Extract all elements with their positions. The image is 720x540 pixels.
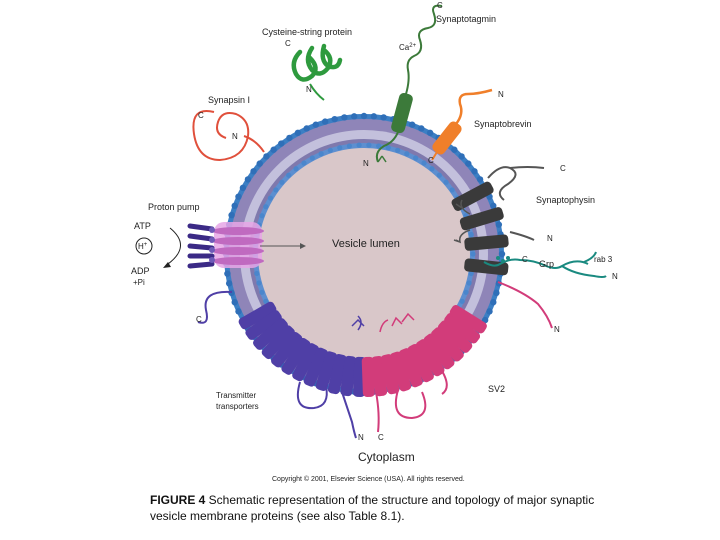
label-pi: +Pi bbox=[133, 278, 145, 287]
transporter-c-tail bbox=[197, 290, 233, 324]
label-sv2-c: C bbox=[378, 433, 384, 442]
sv2-protein bbox=[361, 305, 487, 397]
synaptophysin-c-tail bbox=[509, 166, 545, 169]
sv2-loop bbox=[394, 389, 427, 420]
label-synaptotagmin-c: C bbox=[437, 1, 443, 10]
figure-caption: FIGURE 4 Schematic representation of the… bbox=[150, 492, 610, 524]
label-rab3-n: N bbox=[612, 272, 618, 281]
label-synaptobrevin: Synaptobrevin bbox=[474, 119, 532, 129]
label-synaptotagmin-n: N bbox=[363, 159, 369, 168]
sv2-glycans bbox=[379, 312, 415, 333]
label-transporter-n: N bbox=[358, 433, 364, 442]
label-cysteine-string: Cysteine-string protein bbox=[262, 27, 352, 37]
label-rab3-c: C bbox=[522, 255, 528, 264]
cysteine-string-protein bbox=[291, 43, 343, 101]
label-proton-pump: Proton pump bbox=[148, 202, 200, 212]
label-synaptobrevin-c: C bbox=[428, 156, 434, 165]
label-transporter-c: C bbox=[196, 315, 202, 324]
label-synapsin-n: N bbox=[232, 132, 238, 141]
vesicle-lumen bbox=[258, 148, 470, 360]
label-synaptobrevin-n: N bbox=[498, 90, 504, 99]
synaptobrevin bbox=[431, 88, 493, 161]
sv2-cyto-loop bbox=[435, 361, 448, 395]
label-synapsin-c: C bbox=[198, 111, 204, 120]
label-sv2-n: N bbox=[554, 325, 560, 334]
sv2-c-tail bbox=[375, 391, 380, 433]
label-h-plus: H+ bbox=[138, 242, 148, 251]
copyright-notice: Copyright © 2001, Elsevier Science (USA)… bbox=[272, 475, 465, 483]
transporter-loop bbox=[296, 381, 328, 410]
label-synapsin: Synapsin I bbox=[208, 95, 250, 105]
label-cysteine-n: N bbox=[306, 85, 312, 94]
label-sv2: SV2 bbox=[488, 384, 505, 394]
rab3 bbox=[483, 251, 607, 278]
label-transmitter: Transmitter bbox=[216, 391, 256, 400]
label-synaptophysin-c: C bbox=[560, 164, 566, 173]
proton-pump bbox=[135, 222, 306, 269]
synaptophysin bbox=[451, 181, 509, 276]
label-synaptophysin: Synaptophysin bbox=[536, 195, 595, 205]
synaptotagmin bbox=[375, 4, 443, 163]
synaptophysin-n-tail bbox=[509, 231, 535, 241]
label-transporters: transporters bbox=[216, 402, 259, 411]
synaptophysin-glycan bbox=[455, 199, 471, 215]
caption-figure-number: FIGURE 4 bbox=[150, 493, 206, 507]
transporter-n-tail bbox=[341, 391, 357, 439]
caption-text: Schematic representation of the structur… bbox=[150, 493, 595, 523]
label-rab3: rab 3 bbox=[594, 255, 613, 264]
sv2-n-tail bbox=[497, 281, 553, 329]
label-grp: Grp bbox=[539, 259, 554, 269]
label-adp: ADP bbox=[131, 266, 150, 276]
label-cytoplasm: Cytoplasm bbox=[358, 450, 415, 464]
label-synaptophysin-n: N bbox=[547, 234, 553, 243]
transmitter-transporters bbox=[238, 301, 367, 397]
label-calcium: Ca2+ bbox=[399, 43, 417, 52]
synapsin-i bbox=[192, 110, 265, 162]
transporter-glycan bbox=[351, 315, 365, 331]
synaptophysin-loop-top bbox=[487, 166, 517, 201]
label-atp: ATP bbox=[134, 221, 151, 231]
label-cysteine-c: C bbox=[285, 39, 291, 48]
label-synaptotagmin: Synaptotagmin bbox=[436, 14, 496, 24]
label-vesicle-lumen: Vesicle lumen bbox=[332, 238, 400, 250]
synaptophysin-glycan-2 bbox=[453, 229, 471, 244]
